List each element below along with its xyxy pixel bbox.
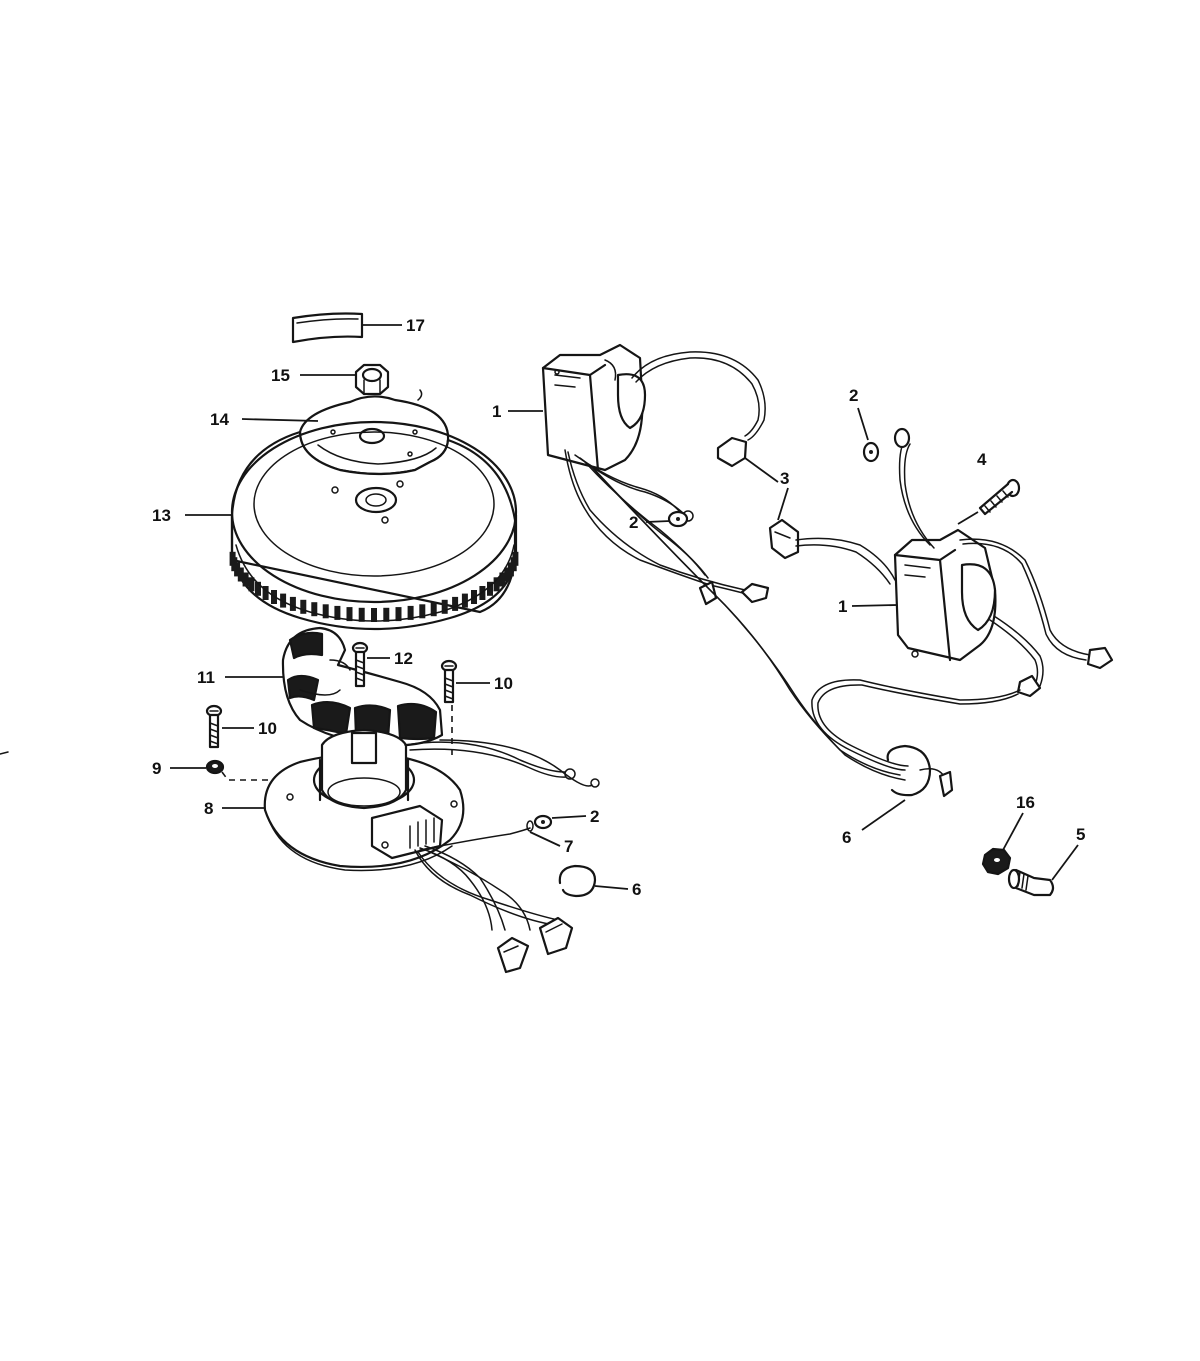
gear-tooth <box>255 581 261 596</box>
part-3-spark-boot <box>768 518 896 585</box>
gear-tooth <box>248 577 255 592</box>
part-9-washer <box>205 759 225 775</box>
part-6-clip-upper <box>886 744 954 798</box>
callout-1-lower: 1 <box>838 597 847 616</box>
gear-tooth <box>487 581 493 596</box>
gear-tooth <box>383 607 390 622</box>
gear-tooth <box>234 562 241 577</box>
gear-tooth <box>419 604 426 619</box>
gear-tooth <box>499 572 506 587</box>
part-4-screw <box>978 478 1021 516</box>
part-2-terminal-upper-right <box>862 441 880 463</box>
part-10-screw-lower <box>205 704 223 749</box>
gear-tooth <box>371 608 377 622</box>
callout-9: 9 <box>152 759 161 778</box>
part-2-terminal-mid <box>667 510 689 528</box>
callout-13: 13 <box>152 506 171 525</box>
part-12-stator-screw <box>351 641 369 688</box>
callout-2-mid: 2 <box>629 513 638 532</box>
part-8-stator-base <box>263 728 465 872</box>
gear-tooth <box>237 567 244 582</box>
callout-15: 15 <box>271 366 290 385</box>
callout-11: 11 <box>197 668 215 687</box>
gear-tooth <box>395 607 402 622</box>
part-10-screw-upper <box>440 659 458 704</box>
part-1-power-pack-upper <box>541 343 647 472</box>
flywheel-ring-gear-teeth <box>229 551 519 622</box>
gear-tooth <box>430 602 437 617</box>
gear-tooth <box>493 577 500 592</box>
callout-1-upper: 1 <box>492 402 501 421</box>
gear-tooth <box>280 593 287 608</box>
part-5-bolt <box>1007 868 1055 897</box>
part-15-flywheel-nut <box>354 363 390 396</box>
callout-3: 3 <box>780 469 789 488</box>
part-13-flywheel <box>229 420 519 631</box>
gear-tooth <box>461 593 468 608</box>
gear-tooth <box>322 604 329 619</box>
callout-2-lower: 2 <box>590 807 599 826</box>
callout-10-upper: 10 <box>494 674 513 693</box>
callout-14: 14 <box>210 410 229 429</box>
stator-wire-harness <box>404 739 600 974</box>
callout-6-lower: 6 <box>632 880 641 899</box>
callout-labels: 17 15 14 13 12 11 10 10 9 8 2 7 6 1 2 3 … <box>152 316 1085 899</box>
gear-tooth <box>441 599 448 614</box>
leader-lines <box>170 324 1079 890</box>
callout-17: 17 <box>406 316 425 335</box>
part-2-terminal-lower <box>533 814 553 830</box>
gear-tooth <box>512 551 519 566</box>
gear-tooth <box>289 596 296 611</box>
gear-tooth <box>358 607 365 622</box>
gear-tooth <box>346 607 353 622</box>
callout-6-upper: 6 <box>842 828 851 847</box>
gear-tooth <box>311 602 318 617</box>
gear-tooth <box>262 586 269 600</box>
callout-10-lower: 10 <box>258 719 277 738</box>
callout-8: 8 <box>204 799 213 818</box>
part-1-power-pack-lower <box>893 427 1114 698</box>
edge-mark <box>0 751 9 755</box>
callout-16: 16 <box>1016 793 1035 812</box>
callout-7: 7 <box>564 837 573 856</box>
callout-4: 4 <box>977 450 987 469</box>
gear-tooth <box>300 599 307 614</box>
gear-tooth <box>452 596 459 611</box>
upper-pack-wiring <box>564 351 906 781</box>
callout-2-upper-right: 2 <box>849 386 858 405</box>
main-harness-loop <box>811 679 1021 771</box>
part-16-nut <box>981 847 1012 876</box>
part-17-decal <box>291 312 364 344</box>
callout-5: 5 <box>1076 825 1085 844</box>
part-6-clip-lower <box>558 864 597 898</box>
gear-tooth <box>334 605 341 620</box>
gear-tooth <box>242 572 249 587</box>
callout-12: 12 <box>394 649 413 668</box>
gear-tooth <box>407 605 414 620</box>
gear-tooth <box>504 567 511 582</box>
